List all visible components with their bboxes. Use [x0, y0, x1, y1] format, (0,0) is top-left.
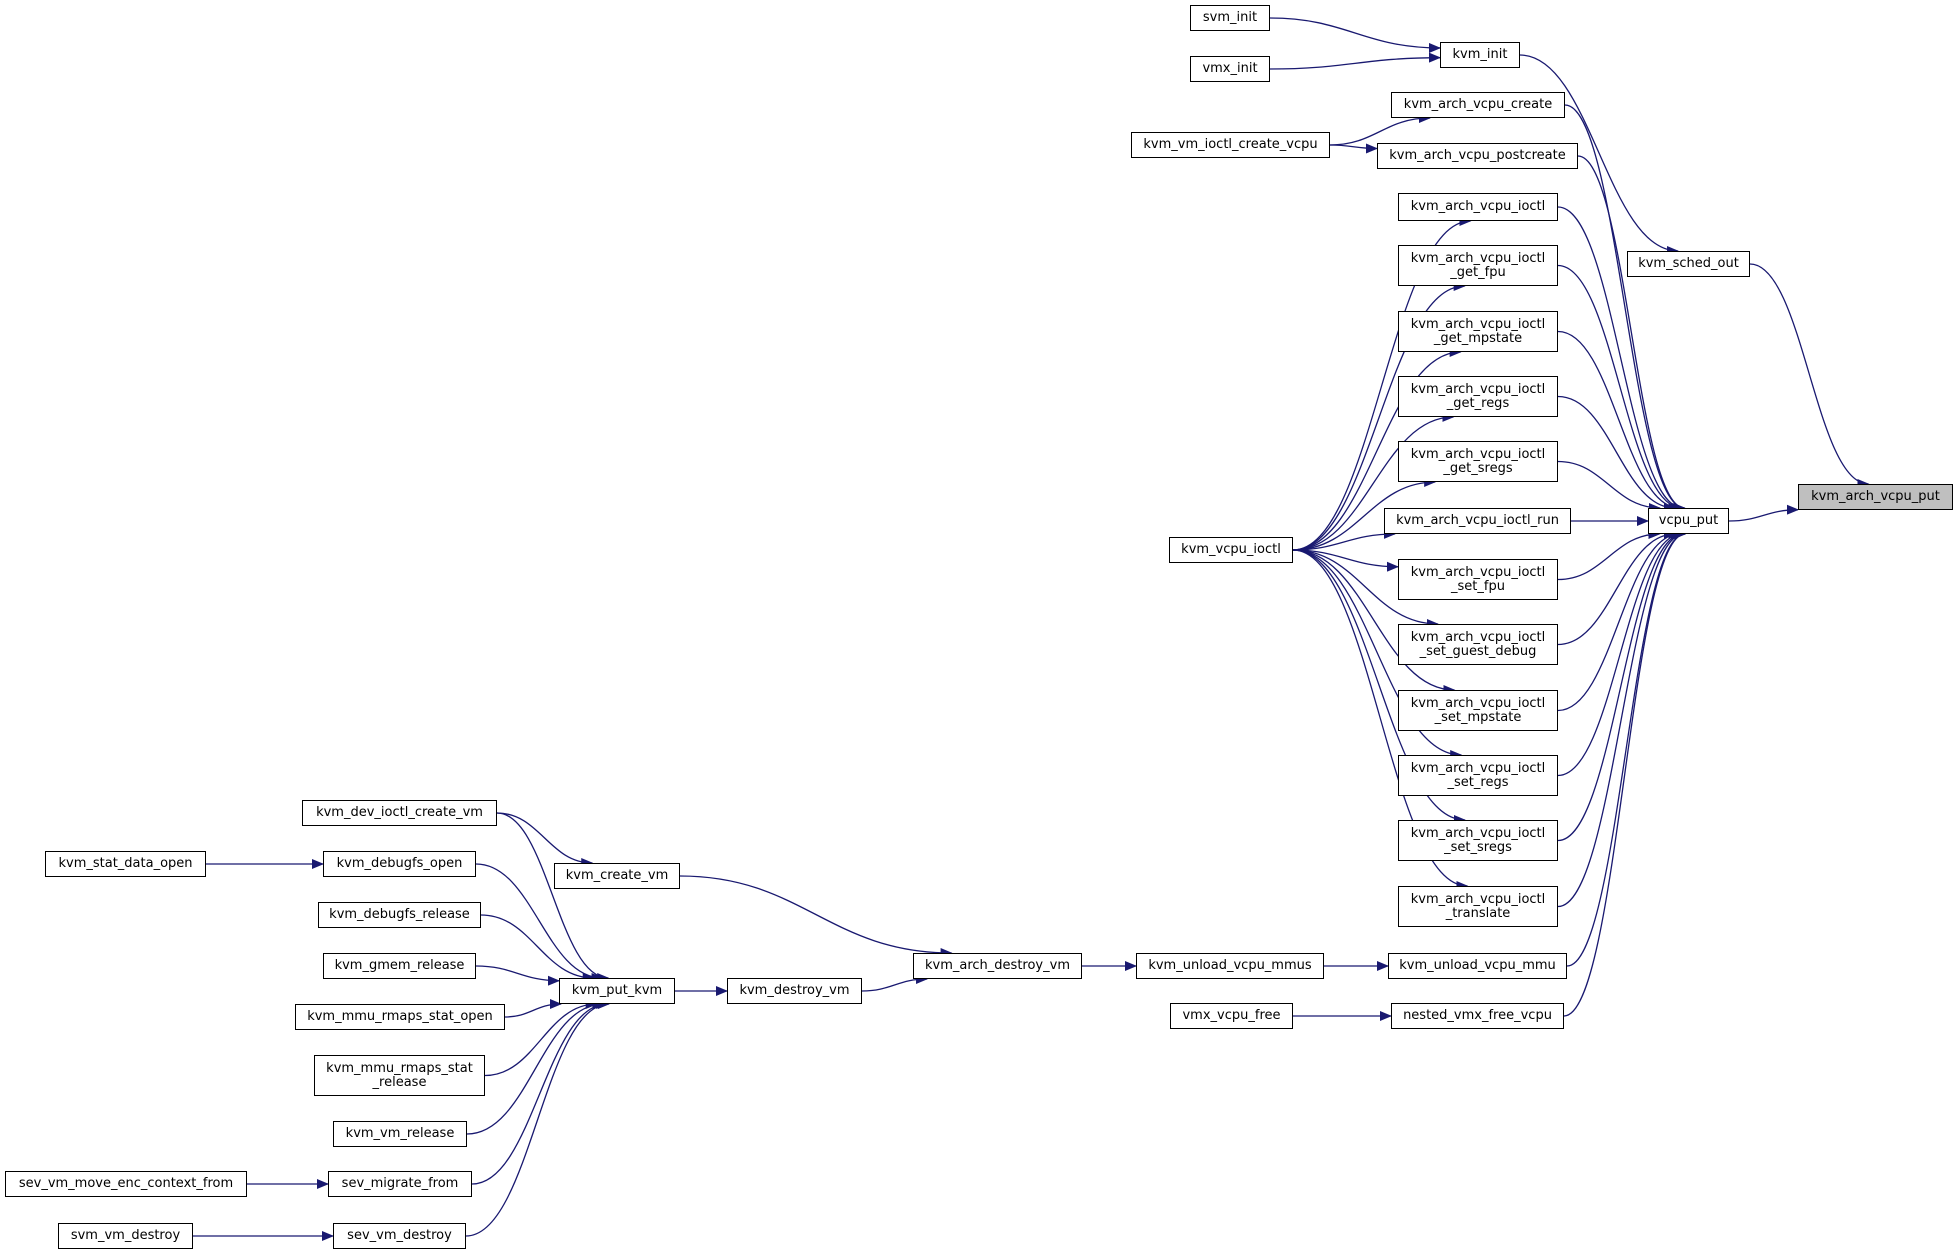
edge-sev-vm-destroy-to-kvm-put-kvm	[465, 999, 610, 1237]
node-kvm-debugfs-open[interactable]: kvm_debugfs_open	[323, 851, 476, 877]
edge-kvm-vcpu-ioctl-to-kvm-arch-vcpu-ioctl-run	[1292, 529, 1396, 551]
node-sev-vm-destroy[interactable]: sev_vm_destroy	[333, 1223, 466, 1249]
edge-kvm-vcpu-ioctl-to-kvm-arch-vcpu-ioctl-get-mpstate	[1292, 347, 1462, 551]
node-kvm-arch-vcpu-ioctl-get-regs[interactable]: kvm_arch_vcpu_ioctl _get_regs	[1398, 376, 1558, 417]
node-kvm-arch-vcpu-ioctl-get-fpu[interactable]: kvm_arch_vcpu_ioctl _get_fpu	[1398, 245, 1558, 286]
edge-kvm-vcpu-ioctl-to-kvm-arch-vcpu-ioctl-set-guest-debug	[1292, 549, 1439, 629]
node-kvm-put-kvm[interactable]: kvm_put_kvm	[559, 978, 675, 1004]
edge-kvm-init-to-kvm-sched-out	[1519, 54, 1680, 256]
node-kvm-vm-ioctl-create-vcpu[interactable]: kvm_vm_ioctl_create_vcpu	[1131, 132, 1330, 158]
node-kvm-arch-vcpu-ioctl-run[interactable]: kvm_arch_vcpu_ioctl_run	[1384, 508, 1571, 534]
edge-vcpu-put-to-kvm-arch-vcpu-put	[1728, 504, 1799, 522]
edge-kvm-debugfs-release-to-kvm-put-kvm	[480, 914, 595, 983]
edge-kvm-arch-vcpu-ioctl-get-mpstate-to-vcpu-put	[1557, 330, 1681, 513]
edge-kvm-arch-vcpu-ioctl-to-vcpu-put	[1557, 206, 1685, 513]
node-kvm-unload-vcpu-mmu[interactable]: kvm_unload_vcpu_mmu	[1388, 953, 1567, 979]
edge-kvm-arch-vcpu-ioctl-set-sregs-to-vcpu-put	[1557, 529, 1685, 842]
node-kvm-unload-vcpu-mmus[interactable]: kvm_unload_vcpu_mmus	[1136, 953, 1324, 979]
node-kvm-mmu-rmaps-stat-open[interactable]: kvm_mmu_rmaps_stat_open	[295, 1004, 505, 1030]
edge-kvm-sched-out-to-kvm-arch-vcpu-put	[1749, 263, 1870, 489]
node-kvm-dev-ioctl-create-vm[interactable]: kvm_dev_ioctl_create_vm	[302, 800, 497, 826]
edge-kvm-arch-vcpu-ioctl-get-sregs-to-vcpu-put	[1557, 460, 1661, 513]
edge-kvm-arch-vcpu-ioctl-set-mpstate-to-vcpu-put	[1557, 529, 1681, 712]
node-kvm-arch-vcpu-put[interactable]: kvm_arch_vcpu_put	[1798, 484, 1953, 510]
edge-kvm-mmu-rmaps-stat-open-to-kvm-put-kvm	[504, 999, 562, 1018]
node-sev-migrate-from[interactable]: sev_migrate_from	[328, 1171, 472, 1197]
edge-kvm-unload-vcpu-mmu-to-vcpu-put	[1566, 529, 1686, 967]
node-kvm-arch-vcpu-ioctl-translate[interactable]: kvm_arch_vcpu_ioctl _translate	[1398, 886, 1558, 927]
edge-kvm-arch-vcpu-ioctl-set-fpu-to-vcpu-put	[1557, 529, 1661, 581]
edge-svm-init-to-kvm-init	[1269, 17, 1441, 53]
node-sev-vm-move-enc-context-from[interactable]: sev_vm_move_enc_context_from	[5, 1171, 247, 1197]
edge-kvm-arch-vcpu-ioctl-set-guest-debug-to-vcpu-put	[1557, 529, 1676, 646]
edge-kvm-arch-vcpu-ioctl-translate-to-vcpu-put	[1557, 529, 1686, 908]
node-kvm-mmu-rmaps-stat-release[interactable]: kvm_mmu_rmaps_stat _release	[314, 1055, 485, 1096]
edge-kvm-mmu-rmaps-stat-release-to-kvm-put-kvm	[484, 999, 598, 1077]
node-kvm-vm-release[interactable]: kvm_vm_release	[333, 1121, 467, 1147]
node-kvm-gmem-release[interactable]: kvm_gmem_release	[323, 953, 476, 979]
edge-kvm-arch-vcpu-postcreate-to-vcpu-put	[1577, 155, 1686, 513]
edge-kvm-vm-ioctl-create-vcpu-to-kvm-arch-vcpu-create	[1329, 113, 1431, 146]
edge-nested-vmx-free-vcpu-to-vcpu-put	[1563, 529, 1687, 1017]
edge-kvm-vcpu-ioctl-to-kvm-arch-vcpu-ioctl-set-regs	[1292, 549, 1463, 760]
node-kvm-vcpu-ioctl[interactable]: kvm_vcpu_ioctl	[1169, 537, 1293, 563]
node-svm-vm-destroy[interactable]: svm_vm_destroy	[58, 1223, 193, 1249]
edge-kvm-vcpu-ioctl-to-kvm-arch-vcpu-ioctl-get-fpu	[1292, 281, 1466, 551]
node-kvm-create-vm[interactable]: kvm_create_vm	[554, 863, 680, 889]
edge-kvm-vm-release-to-kvm-put-kvm	[466, 999, 605, 1135]
node-kvm-sched-out[interactable]: kvm_sched_out	[1627, 251, 1750, 277]
node-kvm-arch-destroy-vm[interactable]: kvm_arch_destroy_vm	[913, 953, 1082, 979]
node-svm-init[interactable]: svm_init	[1190, 5, 1270, 31]
edge-kvm-destroy-vm-to-kvm-arch-destroy-vm	[861, 974, 929, 992]
node-vmx-init[interactable]: vmx_init	[1190, 56, 1270, 82]
edge-kvm-vcpu-ioctl-to-kvm-arch-vcpu-ioctl-set-sregs	[1292, 549, 1466, 825]
node-vcpu-put[interactable]: vcpu_put	[1648, 508, 1729, 534]
edge-kvm-vcpu-ioctl-to-kvm-arch-vcpu-ioctl-set-mpstate	[1292, 549, 1456, 695]
edge-kvm-gmem-release-to-kvm-put-kvm	[475, 965, 560, 986]
edge-kvm-dev-ioctl-create-vm-to-kvm-create-vm	[496, 812, 594, 868]
node-kvm-arch-vcpu-ioctl-set-mpstate[interactable]: kvm_arch_vcpu_ioctl _set_mpstate	[1398, 690, 1558, 731]
edge-kvm-vcpu-ioctl-to-kvm-arch-vcpu-ioctl-get-regs	[1292, 412, 1455, 551]
edge-kvm-create-vm-to-kvm-arch-destroy-vm	[679, 875, 953, 958]
edge-kvm-dev-ioctl-create-vm-to-kvm-put-kvm	[496, 812, 610, 983]
node-vmx-vcpu-free[interactable]: vmx_vcpu_free	[1170, 1003, 1293, 1029]
node-kvm-arch-vcpu-ioctl-set-regs[interactable]: kvm_arch_vcpu_ioctl _set_regs	[1398, 755, 1558, 796]
edge-kvm-arch-vcpu-create-to-vcpu-put	[1564, 104, 1686, 513]
node-kvm-arch-vcpu-ioctl[interactable]: kvm_arch_vcpu_ioctl	[1398, 193, 1558, 221]
node-kvm-arch-vcpu-ioctl-set-fpu[interactable]: kvm_arch_vcpu_ioctl _set_fpu	[1398, 559, 1558, 600]
node-kvm-arch-vcpu-ioctl-get-sregs[interactable]: kvm_arch_vcpu_ioctl _get_sregs	[1398, 441, 1558, 482]
node-kvm-arch-vcpu-ioctl-set-guest-debug[interactable]: kvm_arch_vcpu_ioctl _set_guest_debug	[1398, 624, 1558, 665]
edge-kvm-arch-vcpu-ioctl-set-regs-to-vcpu-put	[1557, 529, 1683, 777]
node-kvm-stat-data-open[interactable]: kvm_stat_data_open	[45, 851, 206, 877]
edge-vmx-init-to-kvm-init	[1269, 52, 1441, 70]
edge-kvm-vcpu-ioctl-to-kvm-arch-vcpu-ioctl-translate	[1292, 549, 1469, 891]
node-nested-vmx-free-vcpu[interactable]: nested_vmx_free_vcpu	[1391, 1003, 1564, 1029]
edge-kvm-vcpu-ioctl-to-kvm-arch-vcpu-ioctl	[1292, 216, 1472, 551]
edges-layer	[193, 17, 1870, 1241]
edge-kvm-arch-vcpu-ioctl-get-fpu-to-vcpu-put	[1557, 264, 1683, 513]
node-kvm-arch-vcpu-ioctl-get-mpstate[interactable]: kvm_arch_vcpu_ioctl _get_mpstate	[1398, 311, 1558, 352]
node-kvm-arch-vcpu-create[interactable]: kvm_arch_vcpu_create	[1391, 92, 1565, 118]
edge-sev-migrate-from-to-kvm-put-kvm	[471, 999, 609, 1185]
edge-kvm-vcpu-ioctl-to-kvm-arch-vcpu-ioctl-get-sregs	[1292, 477, 1437, 551]
node-kvm-destroy-vm[interactable]: kvm_destroy_vm	[727, 978, 862, 1004]
edge-kvm-vm-ioctl-create-vcpu-to-kvm-arch-vcpu-postcreate	[1329, 143, 1378, 154]
node-kvm-arch-vcpu-postcreate[interactable]: kvm_arch_vcpu_postcreate	[1377, 143, 1578, 169]
node-kvm-debugfs-release[interactable]: kvm_debugfs_release	[318, 902, 481, 928]
node-kvm-init[interactable]: kvm_init	[1440, 42, 1520, 68]
node-kvm-arch-vcpu-ioctl-set-sregs[interactable]: kvm_arch_vcpu_ioctl _set_sregs	[1398, 820, 1558, 861]
